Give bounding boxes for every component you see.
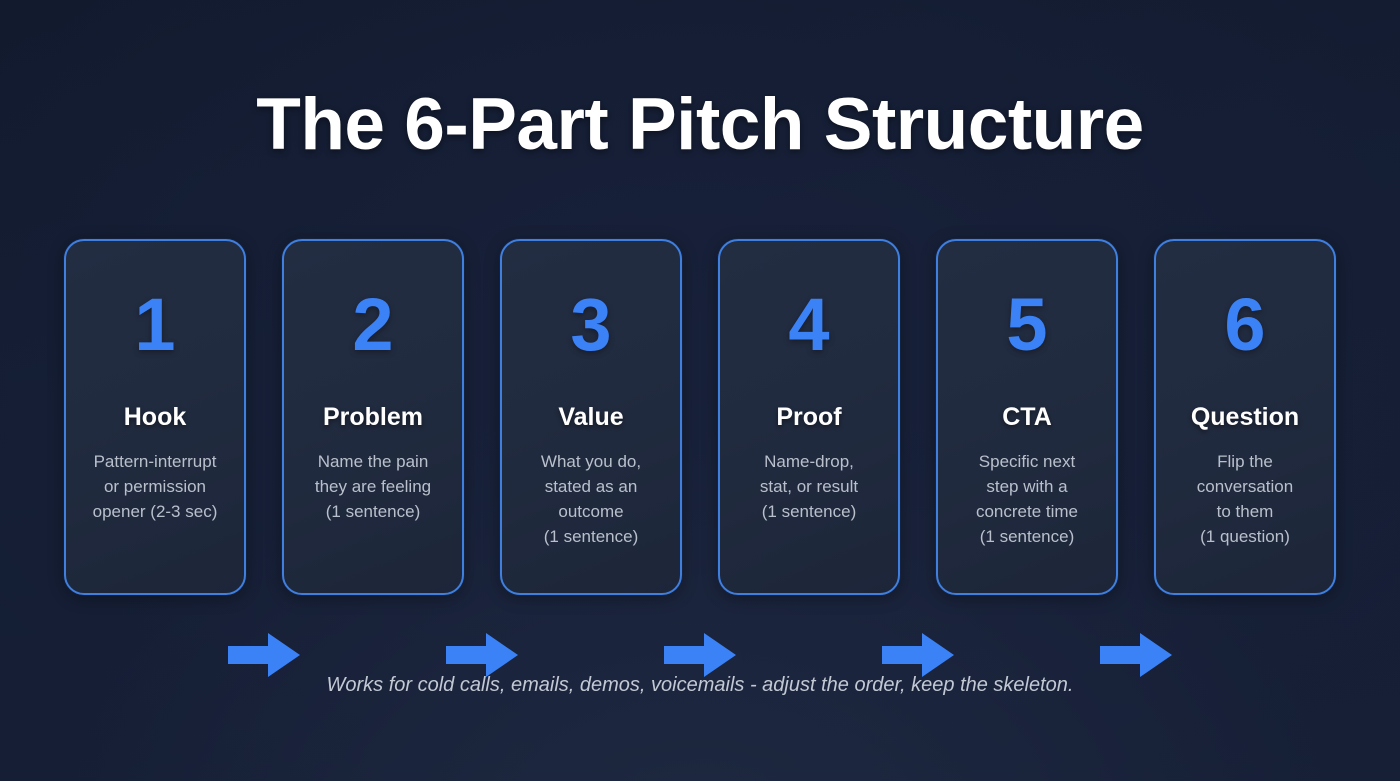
- step-heading: CTA: [1002, 403, 1052, 431]
- step-description: Pattern-interrupt or permission opener (2-…: [74, 449, 236, 524]
- step-description-line: stat, or result: [759, 477, 859, 496]
- step-description-line: they are feeling: [314, 477, 432, 496]
- step-description-line: (1 sentence): [543, 527, 639, 546]
- step-description-line: conversation: [1196, 477, 1294, 496]
- step-description-line: Specific next: [978, 452, 1076, 471]
- step-number: 5: [1006, 283, 1048, 366]
- footer-note: Works for cold calls, emails, demos, voi…: [326, 674, 1074, 696]
- step-heading: Proof: [776, 403, 842, 431]
- step-description: What you do, stated as an outcome (1 senten…: [510, 449, 672, 549]
- step-description-line: (1 sentence): [979, 527, 1075, 546]
- step-description-line: Name the pain: [317, 452, 429, 471]
- step-description-line: What you do,: [540, 452, 642, 471]
- step-heading: Value: [558, 403, 624, 431]
- step-number: 2: [352, 283, 394, 366]
- step-description: Specific next step with a concrete time (1 …: [946, 449, 1108, 549]
- step-description-line: Pattern-interrupt: [93, 452, 217, 471]
- step-description: Name-drop, stat, or result (1 sentence): [728, 449, 890, 524]
- step-description-line: stated as an: [544, 477, 638, 496]
- step-description-line: to them: [1216, 502, 1274, 521]
- step-description-line: Flip the: [1217, 452, 1273, 471]
- step-description-line: or permission: [103, 477, 207, 496]
- step-description: Flip the conversation to them (1 question): [1164, 449, 1326, 549]
- step-heading: Hook: [123, 403, 187, 431]
- step-number: 3: [570, 283, 612, 366]
- step-description-line: concrete time: [975, 502, 1079, 521]
- step-description: Name the pain they are feeling (1 sentence…: [292, 449, 454, 524]
- step-number: 4: [788, 283, 830, 366]
- step-description-line: opener (2-3 sec): [92, 502, 218, 521]
- step-number: 1: [134, 283, 176, 366]
- step-heading: Question: [1190, 403, 1300, 431]
- page-title: The 6-Part Pitch Structure: [256, 84, 1144, 165]
- step-description-line: (1 sentence): [761, 502, 857, 521]
- step-heading: Problem: [322, 403, 424, 431]
- step-description-line: Name-drop,: [764, 452, 854, 471]
- step-number: 6: [1224, 283, 1266, 366]
- step-description-line: step with a: [986, 477, 1068, 496]
- step-description-line: outcome: [558, 502, 624, 521]
- step-description-line: (1 question): [1200, 527, 1290, 546]
- step-description-line: (1 sentence): [325, 502, 421, 521]
